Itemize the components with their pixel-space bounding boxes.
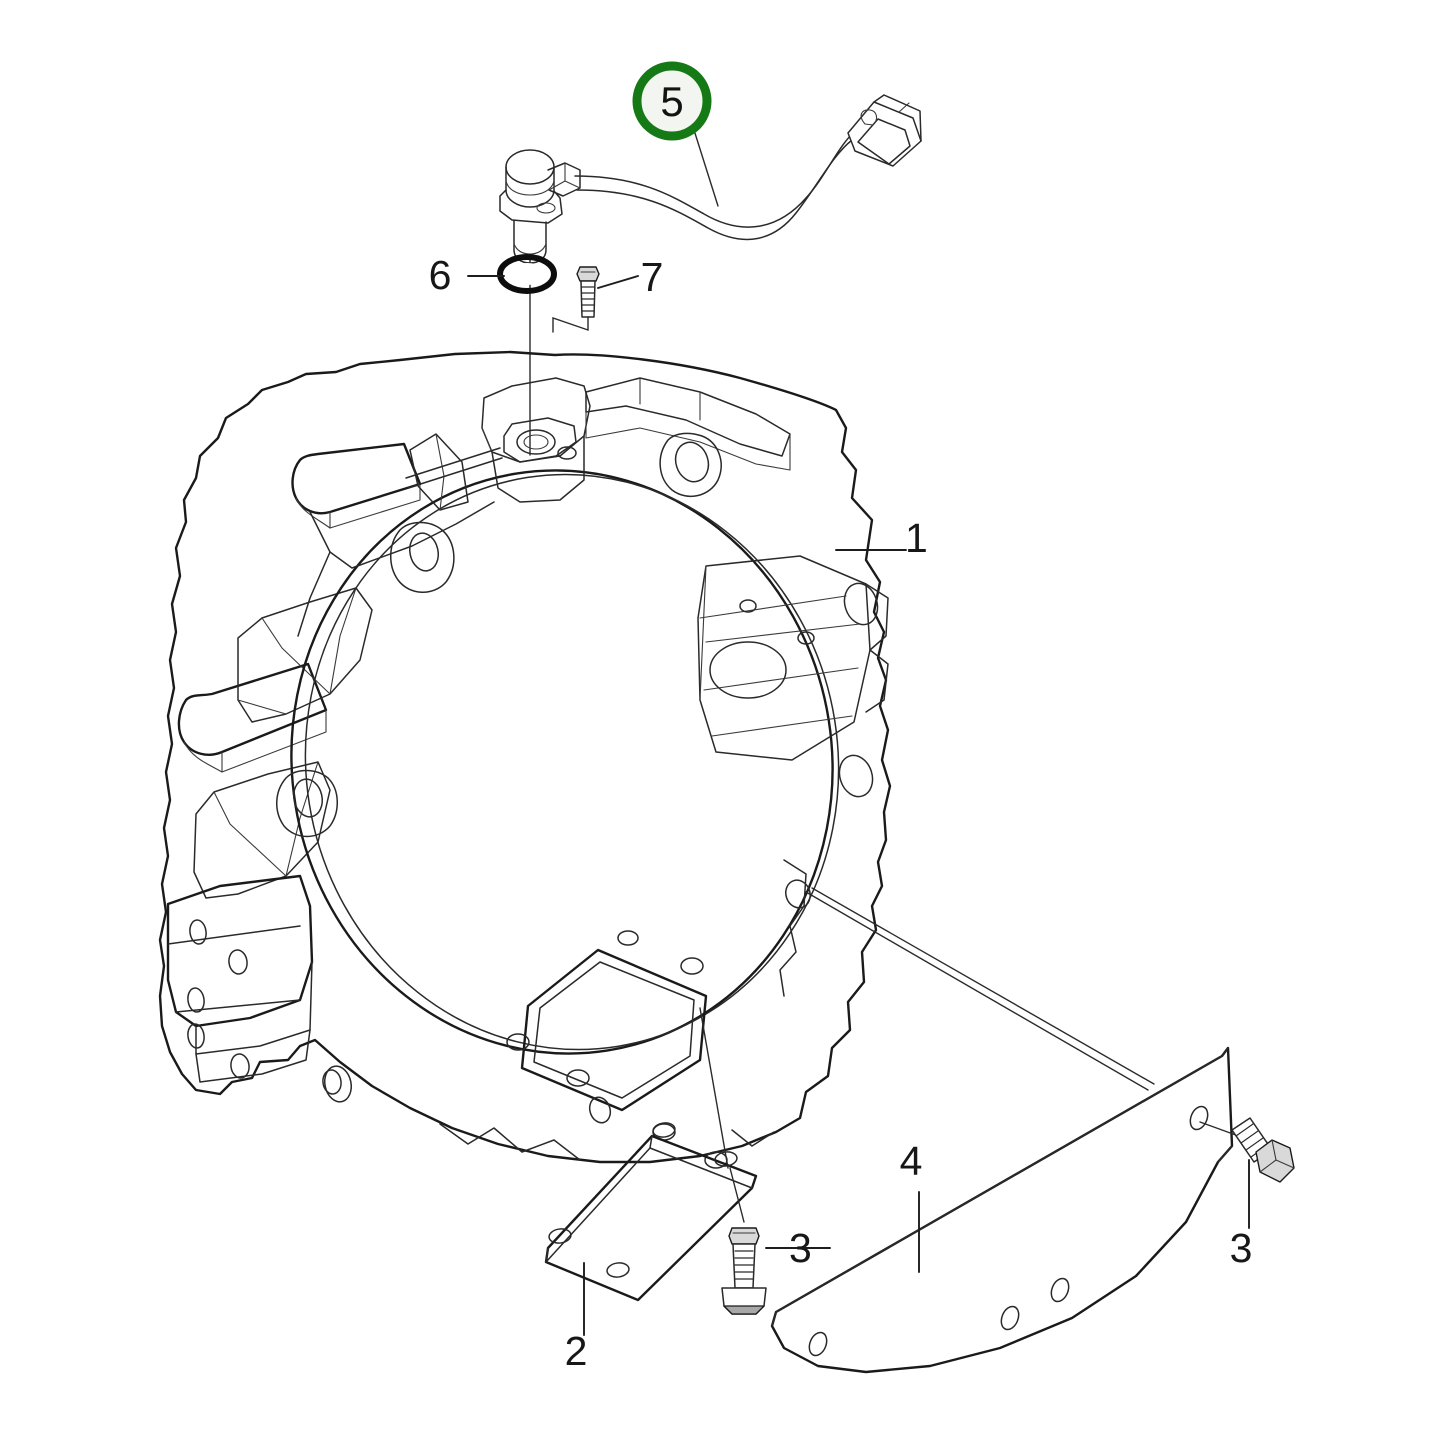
label-3a-number: 3	[789, 1225, 812, 1271]
part-7-sensor-retaining-bolt[interactable]	[552, 266, 600, 333]
part-1-bell-housing[interactable]	[158, 350, 892, 1169]
label-3b-number: 3	[1230, 1225, 1253, 1271]
part-4-dust-shield[interactable]	[770, 1046, 1234, 1374]
part-2-cover-plate[interactable]	[544, 1122, 758, 1302]
sensor-cable	[574, 112, 887, 241]
label-1-number: 1	[905, 515, 928, 561]
part-6-o-ring-seal[interactable]	[497, 254, 557, 294]
right-flange-panel	[697, 555, 871, 761]
sensor-mount-boss	[481, 377, 591, 503]
label-2-number: 2	[565, 1328, 588, 1374]
label-7-leader	[597, 275, 639, 289]
top-left-web	[405, 433, 503, 511]
cable-connector-plug	[847, 94, 922, 167]
label-7-number: 7	[641, 254, 664, 300]
bolt-threads	[581, 286, 595, 312]
bolt-threads	[734, 1250, 754, 1280]
label-4-number: 4	[900, 1138, 923, 1184]
cover-plate-assembly-leader	[699, 1007, 729, 1169]
top-rib	[585, 377, 791, 471]
part-3b-flange-bolt[interactable]	[1199, 1117, 1295, 1183]
callout-5-leader	[693, 129, 719, 207]
callout-5-ring[interactable]	[632, 61, 712, 141]
sensor-body	[499, 149, 581, 264]
label-6-number: 6	[429, 252, 452, 298]
part-5-speed-sensor-with-harness[interactable]	[499, 94, 922, 264]
shield-assembly-leader	[805, 887, 1155, 1091]
callout-5-number: 5	[660, 78, 683, 125]
central-bore	[290, 469, 840, 1055]
cover-opening	[520, 948, 708, 1112]
part-3a-flange-bolt[interactable]	[721, 1167, 767, 1315]
